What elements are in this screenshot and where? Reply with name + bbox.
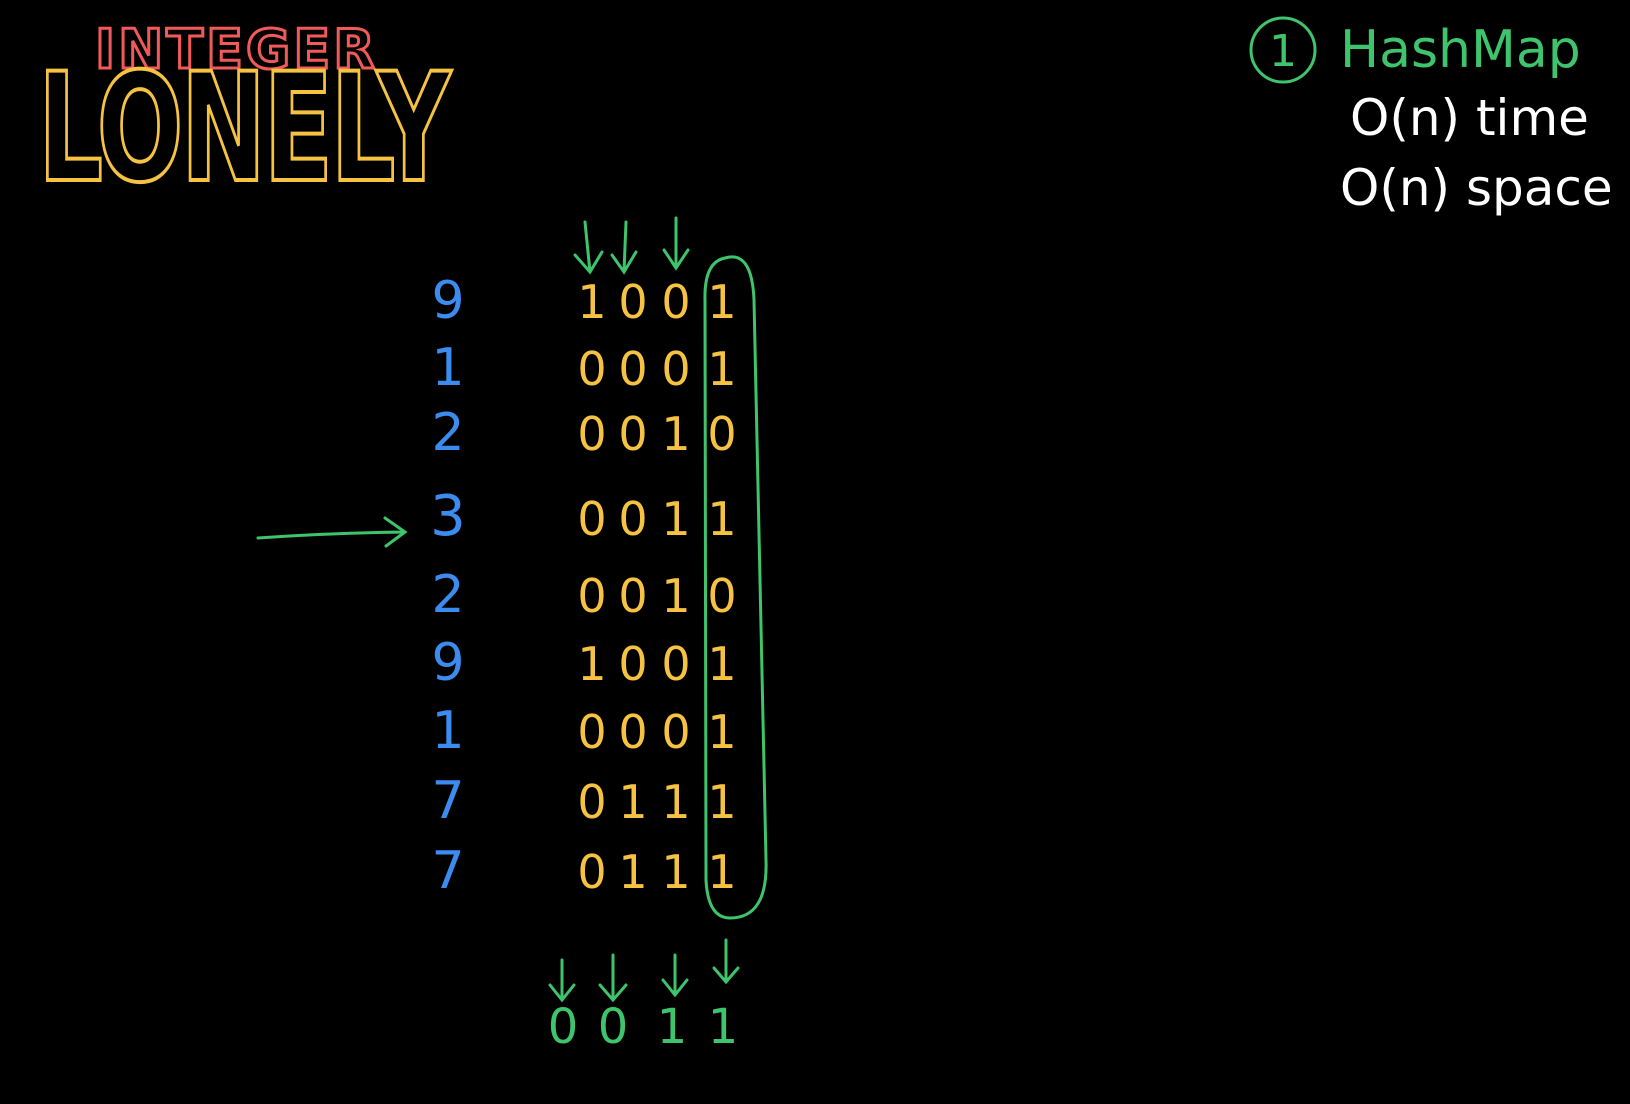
bit-cell: 0 xyxy=(661,342,690,396)
bit-cell: 0 xyxy=(618,342,647,396)
bit-cell: 0 xyxy=(577,705,606,759)
number-label: 2 xyxy=(431,565,464,625)
bit-cell: 1 xyxy=(661,492,690,546)
bit-cell: 0 xyxy=(577,569,606,623)
bit-cell: 1 xyxy=(661,775,690,829)
bit-cell: 0 xyxy=(661,275,690,329)
arrow-right-icon xyxy=(256,516,408,548)
arrow-down-icon xyxy=(661,953,689,998)
bit-cell: 1 xyxy=(707,492,736,546)
number-label: 9 xyxy=(431,633,464,693)
top-arrows xyxy=(573,216,690,275)
arrow-down-icon xyxy=(573,220,604,275)
bit-cell: 0 xyxy=(707,407,736,461)
number-label: 9 xyxy=(431,271,464,331)
result-bit: 1 xyxy=(657,999,688,1055)
bit-cell: 1 xyxy=(707,275,736,329)
arrow-down-icon xyxy=(598,953,628,1003)
bit-cell: 0 xyxy=(618,569,647,623)
bit-cell: 0 xyxy=(661,637,690,691)
arrow-down-icon xyxy=(662,216,690,271)
result-bit: 0 xyxy=(598,999,629,1055)
bit-cell: 0 xyxy=(577,342,606,396)
number-label: 7 xyxy=(431,771,464,831)
bit-cell: 1 xyxy=(661,845,690,899)
bit-cell: 1 xyxy=(661,407,690,461)
bit-cell: 0 xyxy=(577,407,606,461)
bit-cell: 0 xyxy=(618,637,647,691)
bit-cell: 0 xyxy=(577,775,606,829)
bit-cell: 1 xyxy=(707,705,736,759)
number-label: 1 xyxy=(431,338,464,398)
bit-cell: 0 xyxy=(618,275,647,329)
result-bit: 0 xyxy=(548,999,579,1055)
bit-cell: 1 xyxy=(707,637,736,691)
bit-cell: 0 xyxy=(577,492,606,546)
circle-number-icon xyxy=(1249,16,1317,84)
bit-cell: 1 xyxy=(618,845,647,899)
bit-cell: 0 xyxy=(618,407,647,461)
bit-cell: 1 xyxy=(577,637,606,691)
number-label: 1 xyxy=(431,701,464,761)
title-top: INTEGER xyxy=(95,18,378,81)
approach-time: O(n) time xyxy=(1350,89,1589,147)
approach-space: O(n) space xyxy=(1340,159,1613,217)
number-label: 7 xyxy=(431,841,464,901)
bit-cell: 0 xyxy=(618,492,647,546)
bit-cell: 0 xyxy=(577,845,606,899)
bit-cell: 1 xyxy=(577,275,606,329)
number-label: 2 xyxy=(431,403,464,463)
number-label: 3 xyxy=(430,484,466,549)
title-bottom: LONELY xyxy=(38,42,452,216)
bit-cell: 0 xyxy=(707,569,736,623)
title-block: INTEGER LONELY xyxy=(36,17,458,219)
result-bit: 1 xyxy=(708,999,739,1055)
approach-name: HashMap xyxy=(1340,20,1581,80)
bit-cell: 0 xyxy=(618,705,647,759)
bit-cell: 1 xyxy=(618,775,647,829)
column-highlight-icon xyxy=(703,255,768,920)
bit-cell: 1 xyxy=(707,775,736,829)
arrow-down-icon xyxy=(610,220,638,275)
approach-note: 1 HashMap O(n) time O(n) space xyxy=(1249,16,1613,217)
arrow-down-icon xyxy=(712,938,740,985)
bit-cell: 0 xyxy=(661,705,690,759)
arrow-down-icon xyxy=(548,958,576,1003)
bit-cell: 1 xyxy=(707,845,736,899)
approach-number: 1 xyxy=(1269,26,1297,77)
bit-cell: 1 xyxy=(707,342,736,396)
bit-cell: 1 xyxy=(661,569,690,623)
bottom-arrows xyxy=(548,938,740,1003)
